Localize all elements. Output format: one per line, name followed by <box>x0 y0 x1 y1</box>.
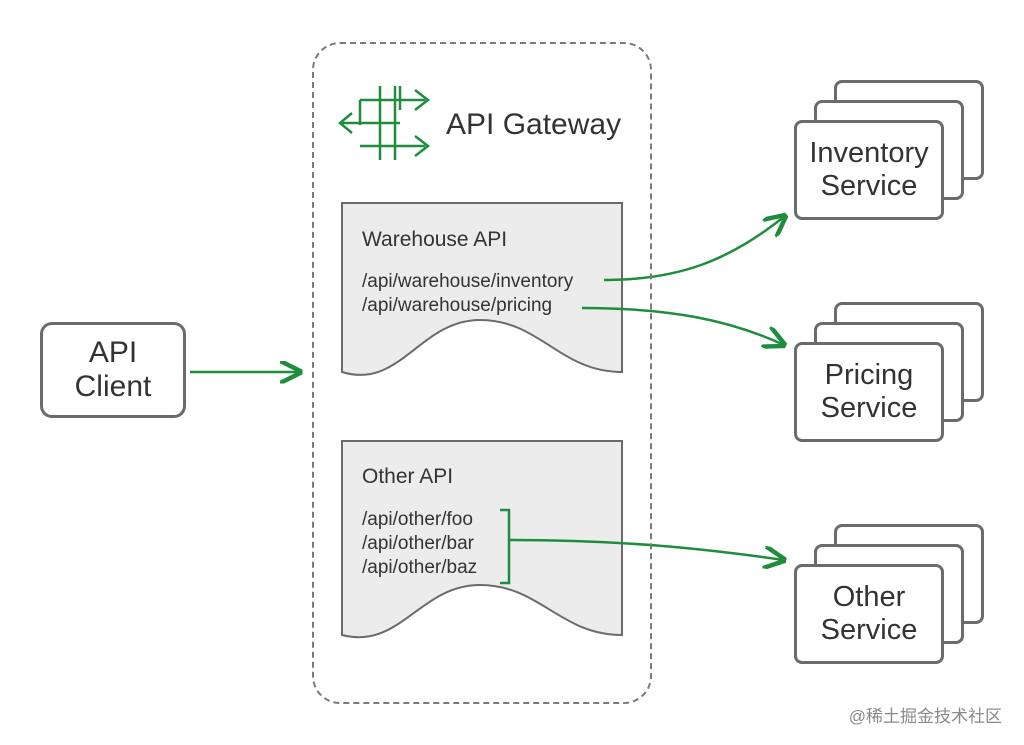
pricing-route-arrow <box>581 306 784 345</box>
api-client-box: API Client <box>40 322 186 418</box>
other-api-doc <box>341 440 623 639</box>
route-other-bar: /api/other/bar <box>362 533 474 554</box>
gateway-arrows-icon <box>338 86 431 160</box>
pricing-service-box: Pricing Service <box>794 342 944 442</box>
api-client-label-line1: API <box>88 336 138 369</box>
api-gateway-frame <box>312 42 652 704</box>
route-other-foo: /api/other/foo <box>362 509 473 530</box>
api-gateway-title: API Gateway <box>446 108 622 141</box>
other-routes-bracket <box>500 508 511 585</box>
route-warehouse-inventory: /api/warehouse/inventory <box>362 271 574 292</box>
other-api-title: Other API <box>362 465 454 488</box>
other-service-box: Other Service <box>794 564 944 664</box>
inventory-service-line1: Inventory <box>809 137 929 169</box>
route-warehouse-pricing: /api/warehouse/pricing <box>362 295 553 316</box>
watermark-text: @稀土掘金技术社区 <box>848 707 1002 726</box>
route-other-baz: /api/other/baz <box>362 557 478 578</box>
inventory-service-line2: Service <box>820 170 918 202</box>
other-service-line1: Other <box>832 581 906 613</box>
other-service-line2: Service <box>820 614 918 646</box>
warehouse-api-doc <box>341 202 623 376</box>
pricing-service-line2: Service <box>820 392 918 424</box>
warehouse-api-title: Warehouse API <box>362 228 508 251</box>
api-client-label-line2: Client <box>74 370 152 403</box>
inventory-service-box: Inventory Service <box>794 120 944 220</box>
other-route-arrow <box>508 538 784 560</box>
inventory-route-arrow <box>603 216 785 282</box>
pricing-service-line1: Pricing <box>824 359 914 391</box>
